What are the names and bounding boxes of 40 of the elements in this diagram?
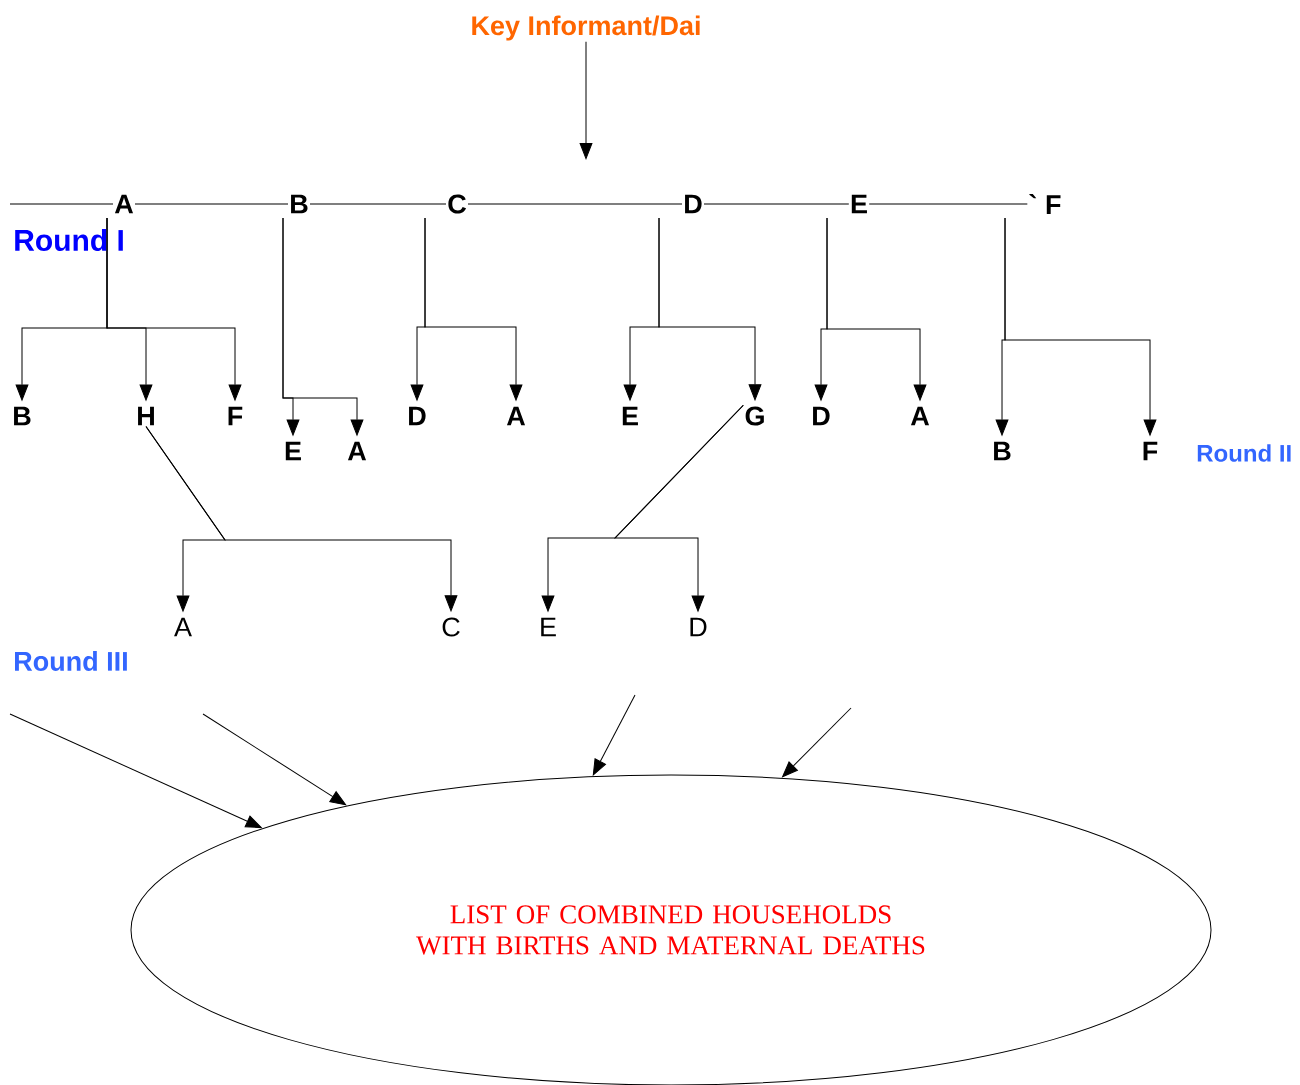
letter-label: G (745, 406, 764, 426)
letter-label: E (285, 441, 301, 461)
arrow (9, 713, 262, 829)
letter-label: ` F (1029, 194, 1061, 214)
letter-label: A (114, 194, 134, 214)
letter-label: E (541, 617, 556, 637)
letter-label: E (622, 406, 638, 426)
arrow (592, 694, 636, 776)
arrow (106, 217, 242, 401)
letter-label: C (442, 617, 460, 637)
letter-label: E (851, 194, 867, 214)
letter-label: A (347, 441, 367, 461)
letter-label: D (685, 194, 702, 214)
arrow (424, 217, 523, 401)
arrow (579, 41, 593, 160)
letter-label: B (291, 194, 308, 214)
round-label: Round III (15, 651, 127, 671)
letter-label: C (448, 194, 466, 214)
arrow (282, 217, 364, 436)
letter-label: A (506, 406, 526, 426)
letter-label: F (228, 406, 243, 426)
round-label: Round II (1197, 444, 1291, 462)
arrow (145, 426, 458, 612)
letter-label: A (174, 617, 192, 637)
letter-label: D (813, 406, 830, 426)
letter-label: D (690, 617, 707, 637)
letter-label: A (910, 406, 930, 426)
arrow (202, 713, 347, 806)
letter-label: B (14, 406, 31, 426)
arrow (658, 217, 762, 401)
letter-label: H (138, 406, 154, 426)
letter-label: F (1143, 441, 1158, 461)
round-label: Round I (15, 229, 123, 252)
letter-label: D (409, 406, 426, 426)
arrow (1004, 217, 1157, 436)
arrow (826, 217, 927, 401)
letter-label: B (994, 441, 1011, 461)
arrow (782, 707, 852, 778)
title-text: Key Informant/Dai (472, 15, 700, 41)
arrow (614, 404, 744, 612)
